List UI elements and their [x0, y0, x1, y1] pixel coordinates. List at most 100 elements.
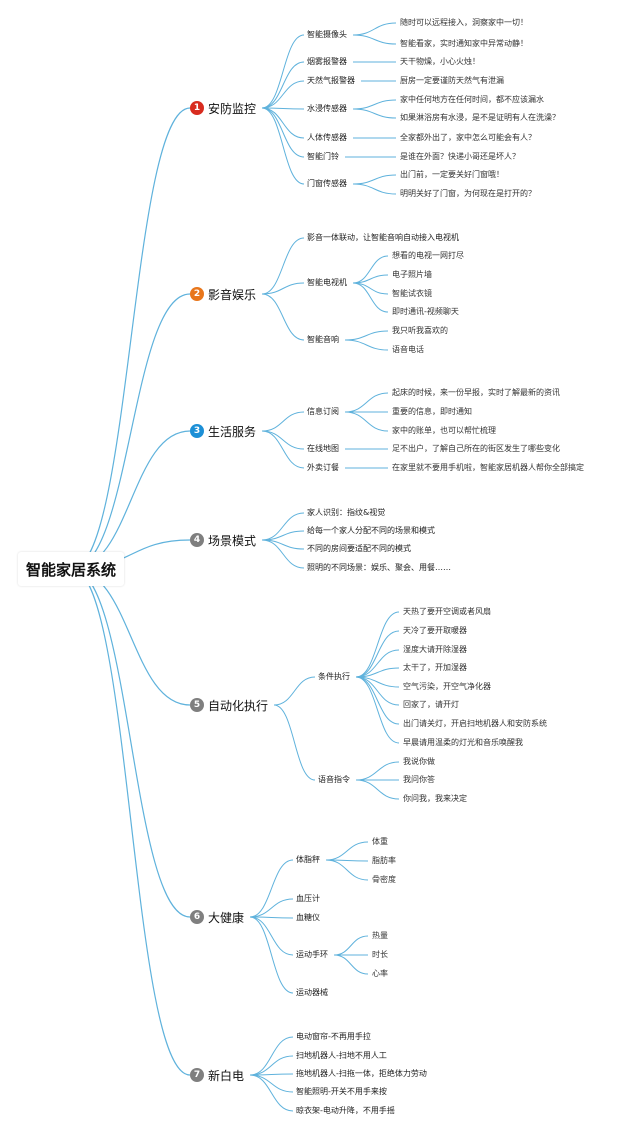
leaf-label: 全家都外出了，家中怎么可能会有人？	[400, 133, 536, 142]
leaf-label: 明明关好了门窗，为何现在是打开的？	[400, 189, 536, 198]
connector-category-to-subitem	[261, 61, 305, 109]
subitem-label: 天然气报警器	[307, 76, 355, 85]
connector-category-to-subitem	[273, 676, 316, 706]
connector-category-to-subitem	[249, 1055, 294, 1076]
connector-category-to-subitem	[261, 107, 305, 158]
connector-category-to-subitem	[261, 107, 305, 185]
category-label: 大健康	[208, 910, 245, 925]
connector-category-to-subitem	[249, 1036, 294, 1076]
category-label: 生活服务	[208, 424, 257, 439]
category-label: 影音娱乐	[208, 287, 257, 302]
category-label: 场景模式	[208, 533, 257, 548]
subitem-label: 条件执行	[318, 672, 350, 681]
connector-subitem-to-leaf	[355, 761, 400, 781]
connector-root-to-category	[71, 568, 191, 918]
connector-root-to-category	[71, 568, 191, 706]
connector-category-to-subitem	[249, 898, 294, 918]
connector-root-to-category	[71, 568, 191, 1076]
connector-category-to-subitem	[249, 916, 294, 956]
leaf-label: 起床的时候，来一份早报，实时了解最新的资讯	[392, 388, 560, 397]
leaf-label: 智能试衣镜	[392, 289, 432, 298]
connector-category-to-subitem	[261, 539, 305, 569]
leaf-label: 天干物燥，小心火烛！	[400, 57, 480, 66]
subitem-label: 水浸传感器	[307, 104, 347, 113]
leaf-label: 语音电话	[392, 345, 424, 354]
connector-subitem-to-leaf	[355, 611, 400, 678]
leaf-label: 体重	[372, 837, 388, 846]
subitem-label: 智能电视机	[307, 278, 347, 287]
connector-category-to-subitem	[261, 80, 305, 109]
subitem-label: 晾衣架-电动升降，不用手摇	[296, 1106, 395, 1115]
subitem-label: 家人识别：指纹&视觉	[307, 508, 386, 517]
subitem-label: 人体传感器	[307, 133, 347, 142]
subitem-label: 在线地图	[307, 444, 339, 453]
connector-category-to-subitem	[249, 916, 294, 919]
connector-category-to-subitem	[273, 704, 316, 781]
leaf-label: 湿度大请开除湿器	[403, 645, 467, 654]
connector-subitem-to-leaf	[355, 630, 400, 678]
category-label: 安防监控	[208, 101, 257, 116]
leaf-label: 家中的账单，也可以帮忙梳理	[392, 426, 496, 435]
leaf-label: 想看的电视一网打尽	[392, 251, 464, 260]
category-number-badge: 5	[190, 698, 204, 712]
connector-subitem-to-leaf	[344, 330, 389, 341]
connector-category-to-subitem	[261, 293, 305, 341]
subitem-label: 给每一个家人分配不同的场景和模式	[307, 526, 435, 535]
leaf-label: 出门前，一定要关好门窗哦！	[400, 170, 504, 179]
category-number-badge: 4	[190, 533, 204, 547]
leaf-label: 出门请关灯，开启扫地机器人和安防系统	[403, 719, 547, 728]
subitem-label: 扫地机器人-扫地不用人工	[296, 1051, 387, 1060]
connector-category-to-subitem	[261, 34, 305, 109]
category-label: 自动化执行	[208, 698, 269, 713]
leaf-label: 太干了，开加湿器	[403, 663, 467, 672]
connector-subitem-to-leaf	[333, 935, 369, 956]
category-node: 5 自动化执行	[190, 694, 273, 716]
subitem-label: 运动手环	[296, 950, 328, 959]
subitem-label: 智能音响	[307, 335, 339, 344]
leaf-label: 即时通讯-视频聊天	[392, 307, 459, 316]
leaf-label: 家中任何地方在任何时间，都不应该漏水	[400, 95, 544, 104]
leaf-label: 热量	[372, 931, 388, 940]
connector-category-to-subitem	[249, 1074, 294, 1093]
subitem-label: 智能摄像头	[307, 30, 347, 39]
leaf-label: 心率	[372, 969, 388, 978]
leaf-label: 骨密度	[372, 875, 396, 884]
connector-category-to-subitem	[261, 430, 305, 450]
connector-root-to-category	[71, 430, 191, 570]
connector-subitem-to-leaf	[355, 667, 400, 678]
connector-subitem-to-leaf	[352, 282, 389, 313]
connector-root-to-category	[71, 107, 191, 570]
subitem-label: 烟雾报警器	[307, 57, 347, 66]
category-number-badge: 7	[190, 1068, 204, 1082]
subitem-label: 门窗传感器	[307, 179, 347, 188]
leaf-label: 回家了，请开灯	[403, 700, 459, 709]
connector-subitem-to-leaf	[352, 183, 397, 195]
subitem-label: 体脂秤	[296, 855, 320, 864]
connector-subitem-to-leaf	[352, 99, 397, 110]
subitem-label: 外卖订餐	[307, 463, 339, 472]
connector-subitem-to-leaf	[352, 108, 397, 119]
connector-subitem-to-leaf	[352, 174, 397, 185]
category-node: 3 生活服务	[190, 420, 261, 442]
subitem-label: 智能门铃	[307, 152, 339, 161]
connector-subitem-to-leaf	[344, 339, 389, 351]
leaf-label: 空气污染，开空气净化器	[403, 682, 491, 691]
leaf-label: 如果淋浴房有水浸，是不是证明有人在洗澡？	[400, 113, 560, 122]
connector-category-to-subitem	[249, 916, 294, 994]
leaf-label: 在家里就不要用手机啦，智能家居机器人帮你全部搞定	[392, 463, 584, 472]
connector-subitem-to-leaf	[352, 34, 397, 45]
subitem-label: 拖地机器人-扫拖一体，拒绝体力劳动	[296, 1069, 427, 1078]
subitem-label: 血压计	[296, 894, 320, 903]
category-node: 2 影音娱乐	[190, 283, 261, 305]
category-node: 4 场景模式	[190, 529, 261, 551]
connector-subitem-to-leaf	[325, 841, 369, 861]
root-node: 智能家居系统	[18, 552, 124, 586]
leaf-label: 我说你做	[403, 757, 435, 766]
subitem-label: 电动窗帘-不再用手拉	[296, 1032, 371, 1041]
category-number-badge: 3	[190, 424, 204, 438]
category-number-badge: 2	[190, 287, 204, 301]
category-number-badge: 1	[190, 101, 204, 115]
connector-category-to-subitem	[249, 1074, 294, 1112]
subitem-label: 照明的不同场景：娱乐、聚会、用餐……	[307, 563, 451, 572]
